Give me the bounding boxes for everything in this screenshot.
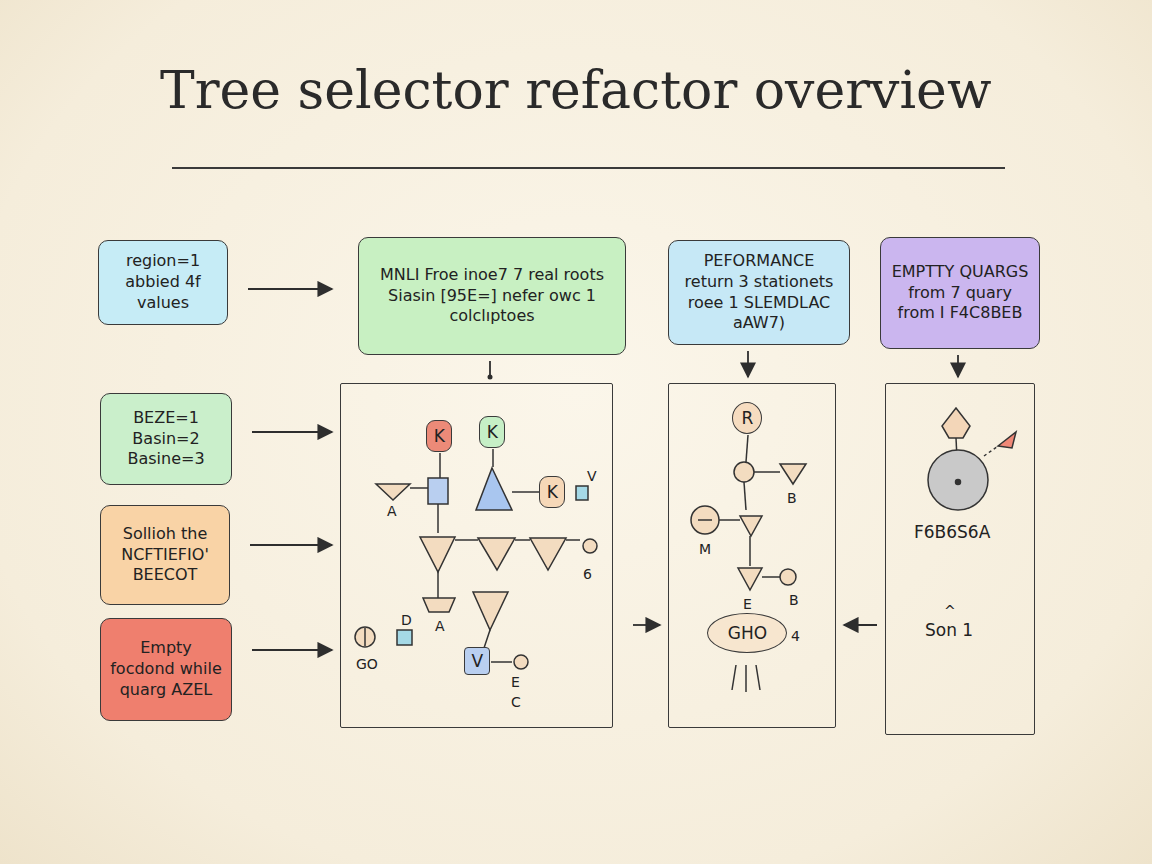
- note-box: region=1 abbied 4f values: [98, 240, 228, 325]
- tree-letter: 6: [583, 567, 592, 582]
- node-text: R: [741, 410, 753, 427]
- tree-letter: A: [387, 504, 397, 519]
- node-text: Sollioh the NCFTIEFIO' BEECOT: [109, 524, 221, 586]
- node-text: region=1 abbied 4f values: [107, 251, 219, 313]
- node-text: EMPTTY QUARGS from 7 quary from I F4C8BE…: [889, 262, 1031, 324]
- node-text: GHO: [728, 625, 767, 642]
- note-box: BEZE=1 Basin=2 Basine=3: [100, 393, 232, 485]
- note-box: PEFORMANCE return 3 stationets roee 1 SL…: [668, 240, 850, 345]
- flow-arrow: [747, 351, 749, 377]
- node-text: MNLI Froe inoe7 7 real roots Siasin [95E…: [367, 265, 617, 327]
- tree-node: V: [464, 647, 490, 675]
- flow-arrow: [248, 288, 332, 290]
- tree-drawing: [355, 449, 597, 669]
- right-drawing: [928, 408, 1016, 510]
- flow-arrow: [957, 355, 959, 377]
- node-text: K: [547, 484, 558, 501]
- tree-node: K: [426, 420, 452, 452]
- tree-letter: E: [511, 675, 520, 690]
- note-box: EMPTTY QUARGS from 7 quary from I F4C8BE…: [880, 237, 1040, 349]
- flow-arrow: [633, 624, 660, 626]
- title-underline: [172, 167, 1005, 169]
- tree-letter: C: [511, 695, 521, 710]
- tree-letter: Son 1: [925, 621, 973, 640]
- note-box: MNLI Froe inoe7 7 real roots Siasin [95E…: [358, 237, 626, 355]
- tree-letter: B: [789, 593, 799, 608]
- tree-letter: 4: [791, 629, 800, 644]
- flow-arrow: [252, 431, 332, 433]
- diagram-title: Tree selector refactor overview: [160, 60, 991, 120]
- tree-letter: E: [743, 597, 752, 612]
- tree-panel: B M E B 4 R GHO: [668, 383, 836, 728]
- note-box: Sollioh the NCFTIEFIO' BEECOT: [100, 505, 230, 605]
- node-text: V: [472, 653, 484, 670]
- node-text: K: [487, 424, 498, 441]
- node-text: Empty focdond while quarg AZEL: [109, 638, 223, 700]
- middle-tree-drawing: [691, 435, 806, 692]
- flow-arrow: [250, 544, 332, 546]
- node-text: PEFORMANCE return 3 stationets roee 1 SL…: [677, 251, 841, 334]
- tree-letter: A: [435, 619, 445, 634]
- node-text: K: [434, 428, 445, 445]
- tree-node: K: [479, 416, 505, 448]
- tree-letter: M: [699, 542, 711, 557]
- tree-panel: A V D A GO 6EC K K K V: [340, 383, 613, 728]
- flow-arrow: [252, 649, 332, 651]
- tree-panel: F6B6S6A ^ Son 1: [885, 383, 1035, 735]
- tree-letter: D: [401, 613, 412, 628]
- tree-node: R: [732, 402, 762, 434]
- node-text: BEZE=1 Basin=2 Basine=3: [109, 408, 223, 470]
- tree-node: GHO: [707, 613, 787, 653]
- tree-letter: ^: [944, 604, 956, 619]
- tree-letter: V: [587, 469, 597, 484]
- note-box: Empty focdond while quarg AZEL: [100, 618, 232, 721]
- flow-arrow: [844, 624, 877, 626]
- tree-letter: F6B6S6A: [914, 523, 990, 542]
- tree-node: K: [539, 476, 565, 508]
- connector-dot: [488, 375, 493, 380]
- tree-letter: B: [787, 491, 797, 506]
- tree-letter: GO: [356, 657, 378, 672]
